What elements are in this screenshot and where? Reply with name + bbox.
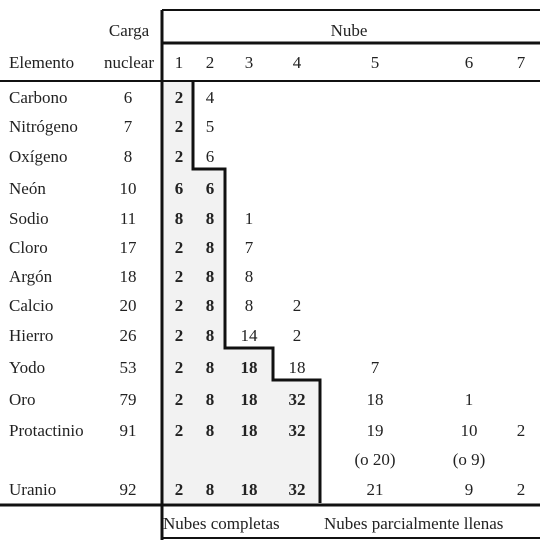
shell-3-electrons: 8 xyxy=(244,267,254,286)
shell-header-6: 6 xyxy=(464,53,474,72)
shell-2-electrons: 8 xyxy=(205,238,215,257)
shell-5-electrons: 19 xyxy=(366,421,384,440)
shell-4-electrons: 32 xyxy=(288,421,306,440)
shell-6-electrons: 10 xyxy=(460,421,478,440)
element-name: Yodo xyxy=(9,358,46,377)
element-name: Neón xyxy=(9,179,46,198)
shell-3-electrons: 18 xyxy=(240,421,258,440)
nuclear-charge: 79 xyxy=(119,390,137,409)
shell-1-electrons: 6 xyxy=(174,179,184,198)
shell-2-electrons: 8 xyxy=(205,390,215,409)
shell-header-5: 5 xyxy=(370,53,380,72)
shell-5-electrons: 18 xyxy=(366,390,384,409)
element-name: Carbono xyxy=(9,88,68,107)
nuclear-charge: 7 xyxy=(123,117,133,136)
shell-2-electrons: 6 xyxy=(205,179,215,198)
shell-6-electrons: 9 xyxy=(464,480,474,499)
shell-7-electrons: 2 xyxy=(516,480,526,499)
element-name: Sodio xyxy=(9,209,49,228)
element-name: Protactinio xyxy=(9,421,84,440)
shell-4-electrons: 2 xyxy=(292,326,302,345)
element-name: Uranio xyxy=(9,480,57,499)
header-nube: Nube xyxy=(330,21,368,40)
shell-2-electrons: 8 xyxy=(205,326,215,345)
complete-shells-boundary xyxy=(191,82,322,503)
shell-header-7: 7 xyxy=(516,53,526,72)
shell-2-electrons: 8 xyxy=(205,358,215,377)
shell-1-electrons: 2 xyxy=(174,267,184,286)
nuclear-charge: 20 xyxy=(119,296,137,315)
shell-1-electrons: 2 xyxy=(174,421,184,440)
element-name: Nitrógeno xyxy=(9,117,78,136)
footer-partial-shells: Nubes parcialmente llenas xyxy=(324,514,504,533)
shell-5-electrons: (o 20) xyxy=(354,450,396,469)
element-name: Calcio xyxy=(9,296,54,315)
shell-4-electrons: 18 xyxy=(288,358,306,377)
element-name: Hierro xyxy=(9,326,54,345)
shell-1-electrons: 2 xyxy=(174,480,184,499)
shell-header-3: 3 xyxy=(244,53,254,72)
shell-6-electrons: (o 9) xyxy=(452,450,486,469)
shell-3-electrons: 8 xyxy=(244,296,254,315)
complete-shells-region xyxy=(162,82,320,503)
element-name: Argón xyxy=(9,267,53,286)
element-name: Cloro xyxy=(9,238,48,257)
shell-1-electrons: 2 xyxy=(174,326,184,345)
shell-2-electrons: 8 xyxy=(205,421,215,440)
shell-3-electrons: 14 xyxy=(240,326,258,345)
shell-5-electrons: 7 xyxy=(370,358,380,377)
nuclear-charge: 53 xyxy=(119,358,137,377)
shell-4-electrons: 2 xyxy=(292,296,302,315)
shell-1-electrons: 2 xyxy=(174,238,184,257)
nuclear-charge: 10 xyxy=(119,179,137,198)
header-carga: Carga xyxy=(108,21,150,40)
nuclear-charge: 18 xyxy=(119,267,137,286)
shell-7-electrons: 2 xyxy=(516,421,526,440)
header-nuclear: nuclear xyxy=(103,53,155,72)
shell-2-electrons: 6 xyxy=(205,147,215,166)
shell-2-electrons: 8 xyxy=(205,296,215,315)
shell-1-electrons: 2 xyxy=(174,390,184,409)
shell-2-electrons: 8 xyxy=(205,209,215,228)
shell-2-electrons: 8 xyxy=(205,267,215,286)
shell-1-electrons: 2 xyxy=(174,147,184,166)
shell-2-electrons: 4 xyxy=(205,88,215,107)
shell-3-electrons: 1 xyxy=(244,209,254,228)
shell-header-2: 2 xyxy=(205,53,215,72)
shell-header-1: 1 xyxy=(174,53,184,72)
nuclear-charge: 17 xyxy=(119,238,137,257)
shell-5-electrons: 21 xyxy=(366,480,384,499)
footer-complete-shells: Nubes completas xyxy=(163,514,280,533)
nuclear-charge: 26 xyxy=(119,326,137,345)
shell-2-electrons: 8 xyxy=(205,480,215,499)
nuclear-charge: 8 xyxy=(123,147,133,166)
shell-1-electrons: 2 xyxy=(174,296,184,315)
element-name: Oxígeno xyxy=(9,147,68,166)
shell-1-electrons: 2 xyxy=(174,117,184,136)
shell-1-electrons: 2 xyxy=(174,358,184,377)
header-elemento: Elemento xyxy=(9,53,75,72)
nuclear-charge: 6 xyxy=(123,88,133,107)
shell-6-electrons: 1 xyxy=(464,390,474,409)
nuclear-charge: 92 xyxy=(119,480,137,499)
shell-1-electrons: 8 xyxy=(174,209,184,228)
shell-2-electrons: 5 xyxy=(205,117,215,136)
nuclear-charge: 11 xyxy=(119,209,137,228)
shell-3-electrons: 18 xyxy=(240,390,258,409)
shell-header-4: 4 xyxy=(292,53,302,72)
shell-3-electrons: 18 xyxy=(240,480,258,499)
shell-4-electrons: 32 xyxy=(288,390,306,409)
shell-3-electrons: 7 xyxy=(244,238,254,257)
nuclear-charge: 91 xyxy=(119,421,137,440)
shell-3-electrons: 18 xyxy=(240,358,258,377)
element-name: Oro xyxy=(9,390,36,409)
shell-4-electrons: 32 xyxy=(288,480,306,499)
shell-1-electrons: 2 xyxy=(174,88,184,107)
